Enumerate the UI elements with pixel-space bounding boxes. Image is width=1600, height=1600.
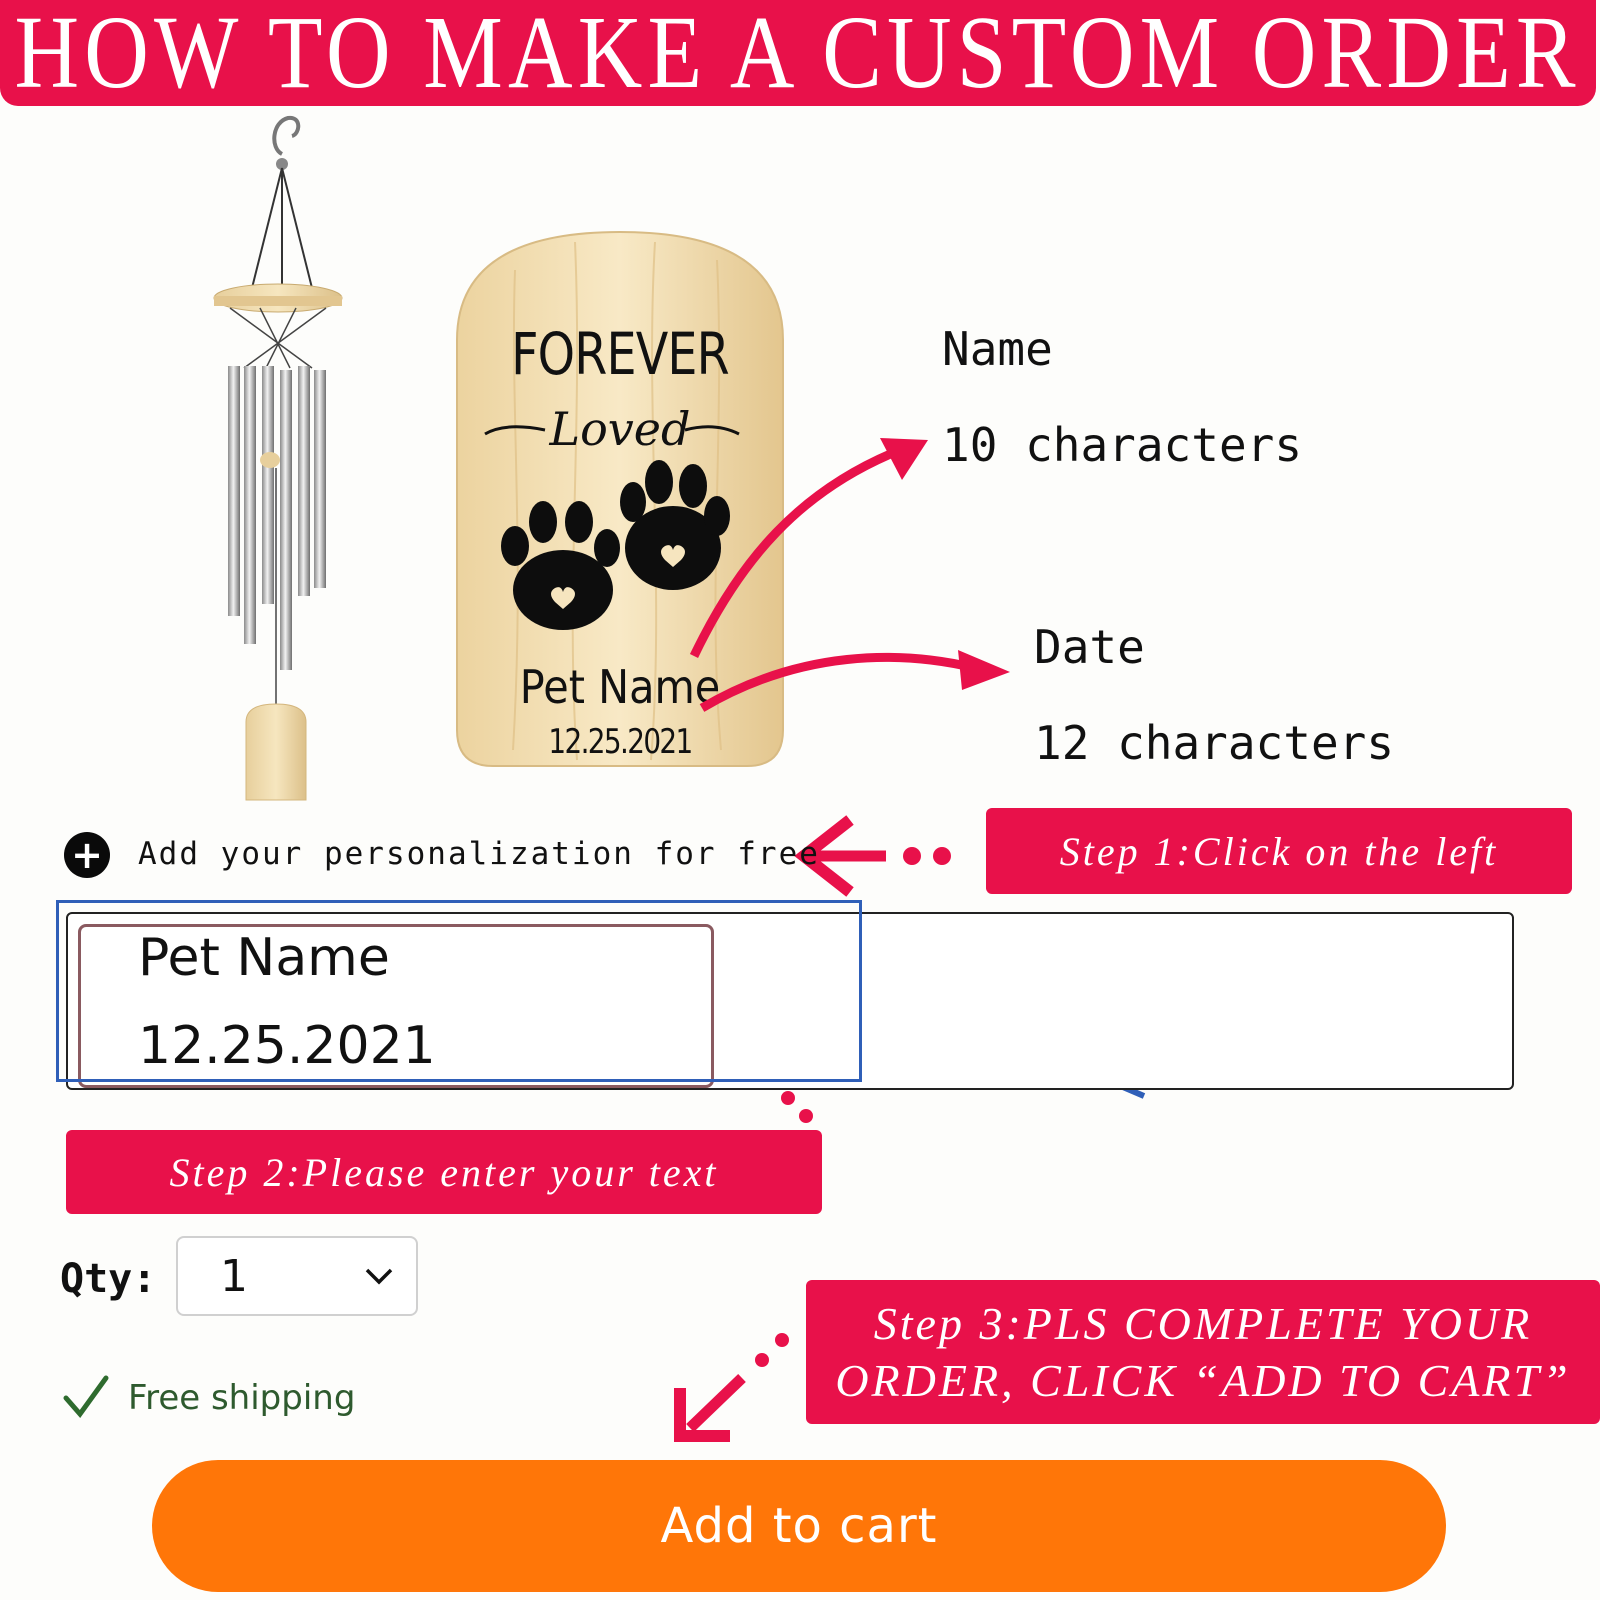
step2-callout: Step 2:Please enter your text bbox=[66, 1130, 822, 1214]
page-title: HOW TO MAKE A CUSTOM ORDER bbox=[14, 0, 1582, 110]
add-to-cart-button[interactable]: Add to cart bbox=[152, 1460, 1446, 1592]
name-limit: 10 characters bbox=[942, 418, 1303, 472]
step3-callout: Step 3:PLS COMPLETE YOUR ORDER, CLICK “A… bbox=[806, 1280, 1600, 1424]
entered-text-highlight bbox=[78, 924, 714, 1088]
date-limit: 12 characters bbox=[1034, 716, 1395, 770]
entered-date-line: 12.25.2021 bbox=[138, 1016, 436, 1076]
plaque-name: Pet Name bbox=[519, 660, 721, 714]
chevron-down-icon bbox=[365, 1268, 393, 1285]
step1-callout: Step 1:Click on the left bbox=[986, 808, 1572, 894]
plaque-title: FOREVER bbox=[511, 320, 730, 388]
step3-line2: ORDER, CLICK “ADD TO CART” bbox=[835, 1355, 1571, 1406]
plaque-date: 12.25.2021 bbox=[548, 722, 693, 762]
qty-select[interactable]: 1 bbox=[176, 1236, 418, 1316]
plaque-subtitle: Loved bbox=[549, 402, 691, 456]
add-personalization-link[interactable]: Add your personalization for free bbox=[138, 836, 820, 872]
date-label: Date bbox=[1034, 620, 1145, 674]
title-banner: HOW TO MAKE A CUSTOM ORDER bbox=[0, 0, 1596, 106]
name-label: Name bbox=[942, 322, 1053, 376]
qty-value: 1 bbox=[220, 1250, 248, 1302]
plus-circle-icon[interactable]: + bbox=[64, 832, 110, 878]
personalization-textarea[interactable] bbox=[66, 912, 1514, 1090]
entered-name-line: Pet Name bbox=[138, 928, 390, 988]
check-icon bbox=[63, 1375, 109, 1418]
qty-label: Qty: bbox=[60, 1256, 157, 1302]
free-shipping-label: Free shipping bbox=[128, 1378, 356, 1418]
textarea-focus-frame bbox=[56, 900, 862, 1082]
wind-chime-image bbox=[213, 115, 343, 801]
step3-arrow bbox=[686, 1374, 746, 1432]
step3-line1: Step 3:PLS COMPLETE YOUR bbox=[873, 1297, 1533, 1349]
